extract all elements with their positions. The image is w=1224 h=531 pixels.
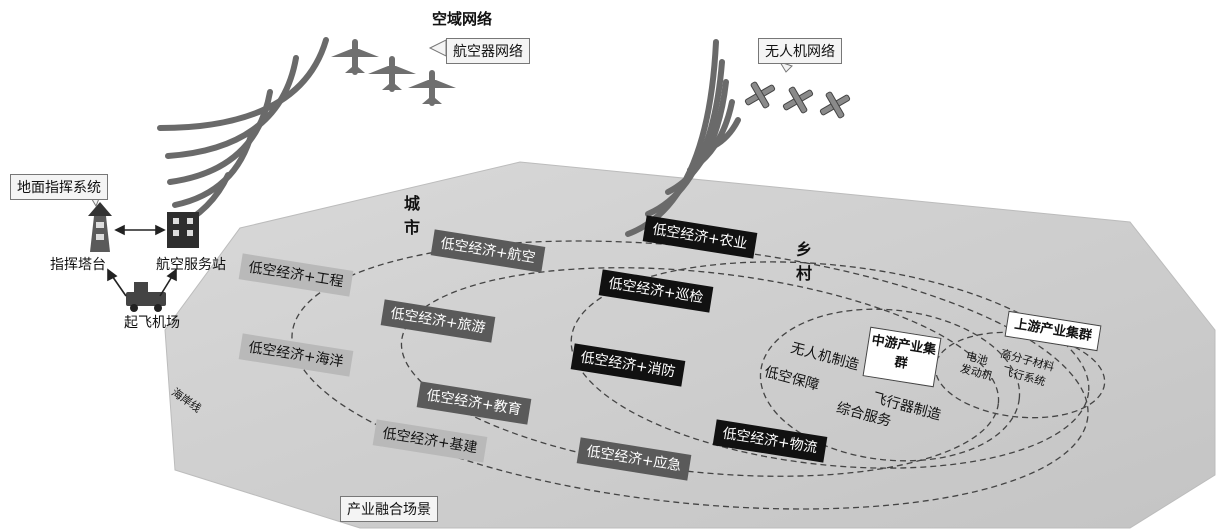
drone-network-label: 无人机网络 xyxy=(758,38,842,64)
drone-icon xyxy=(782,86,814,114)
airport-label: 起飞机场 xyxy=(124,315,180,331)
aircraft-signal-waves xyxy=(157,37,329,231)
village-ellipse xyxy=(570,261,1090,469)
village-label-2: 村 xyxy=(796,264,813,283)
control-tower-label: 指挥塔台 xyxy=(50,257,106,273)
airspace-network-title: 空域网络 xyxy=(432,10,493,28)
building-icon xyxy=(167,212,199,248)
scene-caption-label: 产业融合场景 xyxy=(340,496,438,522)
aircraft-callout-tail xyxy=(428,39,447,57)
aircraft-network-label: 航空器网络 xyxy=(446,38,530,64)
ground-links xyxy=(107,224,177,297)
plane-icon xyxy=(408,70,456,106)
aircraft-fleet xyxy=(331,39,456,106)
plane-icon xyxy=(331,39,379,75)
drone-icon xyxy=(819,91,851,119)
plane-icon xyxy=(368,56,416,92)
ground-command-label: 地面指挥系统 xyxy=(10,174,108,200)
airport-icon xyxy=(126,282,166,312)
city-label-1: 城 xyxy=(404,194,421,213)
aviation-station-label: 航空服务站 xyxy=(156,257,226,273)
drone-icon xyxy=(744,81,776,109)
city-inner-ellipse xyxy=(400,267,1000,477)
drone-callout-tail xyxy=(778,61,793,73)
city-label-2: 市 xyxy=(404,218,421,237)
drone-fleet xyxy=(744,81,851,119)
midstream-ellipse xyxy=(759,308,1021,462)
city-outer-ellipse xyxy=(291,240,1089,510)
tower-icon xyxy=(88,202,112,252)
village-label-1: 乡 xyxy=(796,240,813,259)
